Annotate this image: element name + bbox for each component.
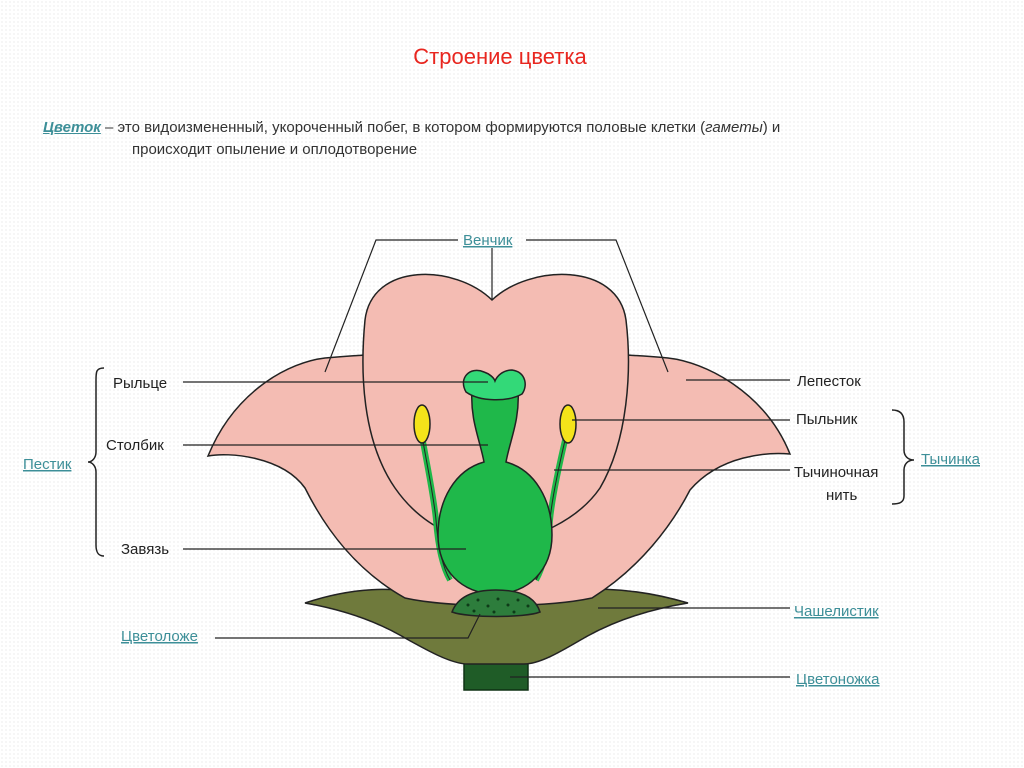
left-anther-shape bbox=[413, 404, 431, 444]
leader-lines bbox=[183, 239, 790, 678]
label-pistil[interactable]: Пестик bbox=[23, 456, 72, 473]
label-style: Столбик bbox=[106, 437, 164, 454]
pistil-bracket bbox=[87, 367, 105, 557]
label-receptacle[interactable]: Цветоложе bbox=[121, 628, 198, 645]
stigma-shape bbox=[462, 369, 526, 401]
right-anther-shape bbox=[559, 404, 577, 444]
label-pedicel[interactable]: Цветоножка bbox=[796, 671, 880, 688]
label-filament-line2: нить bbox=[826, 487, 858, 504]
receptacle-dots bbox=[466, 597, 530, 614]
label-stigma: Рыльце bbox=[113, 375, 167, 392]
definition-line-2: происходит опыление и оплодотворение bbox=[132, 141, 418, 158]
definition-text-after: ) и bbox=[762, 119, 781, 136]
definition-text-before: – это видоизмененный, укороченный побег,… bbox=[100, 119, 706, 136]
left-filament-outline bbox=[421, 435, 451, 581]
receptacle-leader bbox=[215, 613, 481, 639]
stamen-bracket bbox=[891, 409, 915, 505]
flower-definition: Цветок – это видоизмененный, укороченный… bbox=[43, 117, 943, 161]
definition-term[interactable]: Цветок bbox=[43, 119, 101, 136]
label-ovary: Завязь bbox=[121, 541, 169, 558]
label-corolla[interactable]: Венчик bbox=[463, 232, 513, 249]
corolla-leader-left bbox=[324, 239, 458, 373]
definition-gametes: гаметы bbox=[705, 119, 763, 136]
slide-title: Строение цветка bbox=[413, 44, 587, 69]
label-petal: Лепесток bbox=[797, 373, 861, 390]
label-sepal[interactable]: Чашелистик bbox=[794, 603, 879, 620]
label-stamen[interactable]: Тычинка bbox=[921, 451, 981, 468]
label-filament-line1: Тычиночная bbox=[794, 464, 878, 481]
label-anther: Пыльник bbox=[796, 411, 858, 428]
corolla-leader-right bbox=[526, 239, 669, 373]
